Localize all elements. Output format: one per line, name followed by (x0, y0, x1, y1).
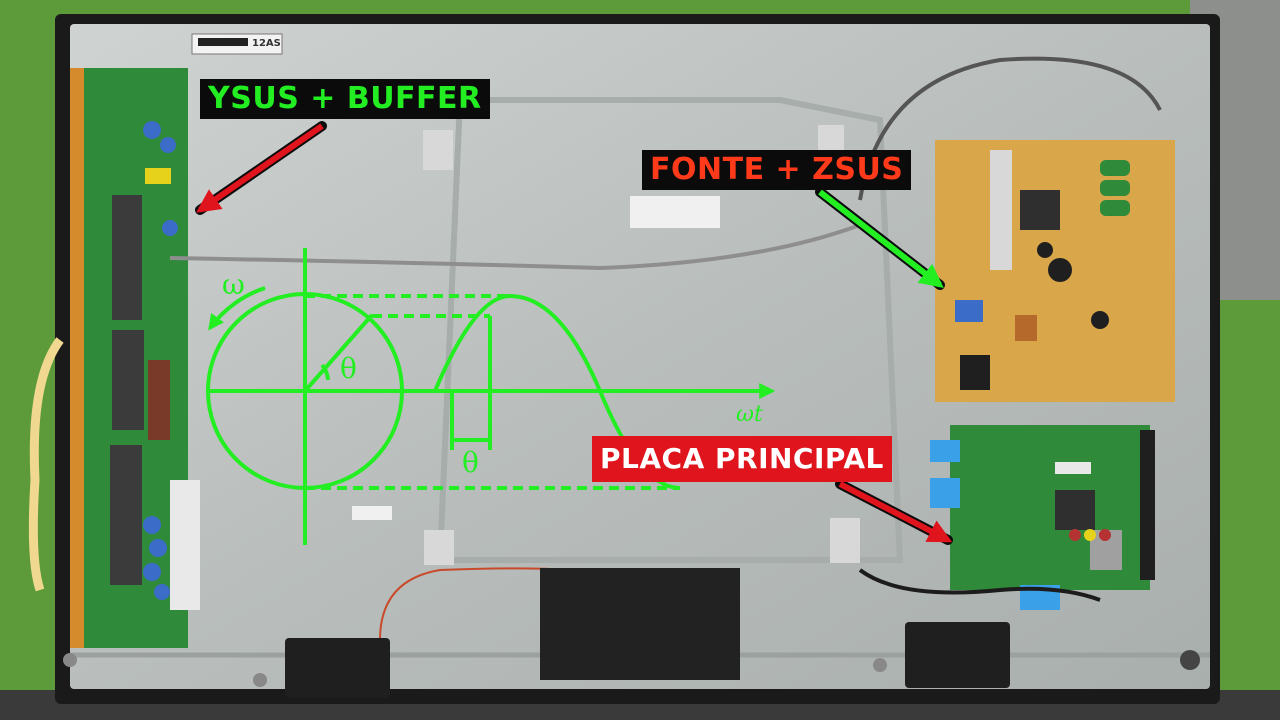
psu-coil (1015, 315, 1037, 341)
omega-t-symbol: ωt (736, 402, 763, 427)
capacitor-icon (1037, 160, 1130, 329)
arrow-icon (195, 121, 327, 215)
speaker-icon (285, 622, 1010, 698)
wire-harness-top (858, 56, 1162, 201)
ysus-heatsink-2 (112, 330, 144, 430)
ysus-yellow-cap (145, 168, 171, 184)
psu-transformer (1020, 190, 1060, 230)
chassis-label-sticker (630, 196, 720, 228)
black-cable (858, 568, 1101, 602)
omega-symbol: ω (222, 268, 245, 301)
main-board-edge-connector (1140, 430, 1155, 580)
ysus-resistor-array (148, 360, 170, 440)
center-black-module (540, 568, 740, 680)
psu-heatsink-1 (990, 150, 1012, 270)
ysus-heatsink-3 (110, 445, 142, 585)
ysus-buffer-label: YSUS + BUFFER (200, 79, 490, 119)
connector-icon (960, 355, 990, 390)
theta-arc (320, 363, 330, 381)
ysus-ribbon-cable (170, 480, 200, 610)
omega-arrow (208, 286, 266, 331)
psu-blue-cap (955, 300, 983, 322)
ysus-flex-connectors (70, 68, 84, 648)
theta-symbol: θ (340, 352, 357, 385)
arrow-icon (835, 479, 953, 545)
barcode-sticker (352, 506, 392, 520)
model-sticker-text: 12AS (252, 38, 281, 49)
ysus-heatsink-1 (112, 195, 142, 320)
capacitor-icon (143, 121, 178, 600)
placa-principal-label: PLACA PRINCIPAL (592, 436, 892, 482)
connector-icon (1069, 529, 1111, 541)
yellow-tape-strip (28, 337, 64, 592)
main-board-logo (1055, 462, 1091, 474)
main-board-flex-2 (930, 478, 960, 508)
theta-offset-symbol: θ (462, 446, 479, 479)
chassis-emboss (436, 97, 904, 563)
sticker-barcode (198, 38, 248, 46)
phasor-vector (303, 313, 374, 393)
main-board-chip (1055, 490, 1095, 530)
arrow-icon (815, 187, 945, 290)
ribbon-cable-top (169, 223, 861, 271)
fonte-zsus-label: FONTE + ZSUS (642, 150, 912, 190)
main-board-flex-1 (930, 440, 960, 462)
